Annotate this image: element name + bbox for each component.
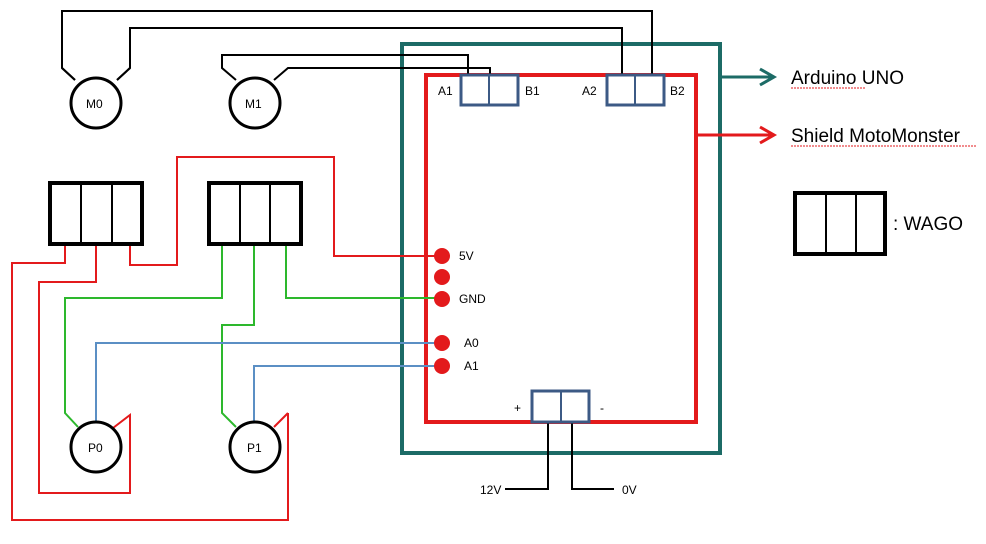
- pin-a0: [434, 335, 450, 351]
- wago-a: [48, 181, 144, 246]
- pin-gnd-label: GND: [459, 292, 486, 306]
- power-connector: [530, 389, 591, 424]
- motor-m0-label: M0: [86, 97, 103, 111]
- pin-a2-label: A2: [582, 84, 597, 98]
- arduino-board: [400, 42, 722, 455]
- pot-p0-label: P0: [88, 441, 103, 455]
- shield-arrow: [696, 125, 778, 145]
- pin-unused: [434, 269, 450, 285]
- wago-legend-label: : WAGO: [893, 214, 963, 235]
- motor-m0: [61, 67, 131, 130]
- power-plus-label: +: [514, 401, 521, 415]
- connector-m0: [605, 73, 666, 107]
- blue-wires: [95, 342, 440, 421]
- pin-a0-label: A0: [464, 336, 479, 350]
- power-wires: [505, 422, 614, 490]
- pin-a1-in-label: A1: [464, 359, 479, 373]
- arduino-label: Arduino UNO: [791, 68, 904, 89]
- pin-5v-label: 5V: [459, 249, 474, 263]
- shield-label: Shield MotoMonster: [791, 126, 961, 147]
- red-wires: [11, 156, 440, 521]
- pin-b1-label: B1: [525, 84, 540, 98]
- p1-right-leg: [273, 412, 289, 428]
- wago-legend-symbol: [793, 191, 887, 256]
- wago-b: [207, 181, 303, 246]
- arduino-arrow: [720, 67, 778, 87]
- connector-m1: [459, 73, 520, 107]
- pin-5v: [434, 248, 450, 264]
- pin-gnd: [434, 291, 450, 307]
- motor-m1: [228, 76, 282, 130]
- pin-b2-label: B2: [670, 84, 685, 98]
- motor-m1-label: M1: [245, 97, 262, 111]
- pin-a1: [434, 358, 450, 374]
- power-0v-label: 0V: [622, 483, 637, 497]
- pin-a1-label: A1: [438, 84, 453, 98]
- pot-p1: [228, 420, 282, 474]
- pot-p0: [69, 420, 123, 474]
- motor-m1-wires: [221, 54, 491, 81]
- power-12v-label: 12V: [480, 483, 501, 497]
- pot-p1-label: P1: [247, 441, 262, 455]
- green-wires: [64, 245, 440, 428]
- power-minus-label: -: [600, 401, 604, 415]
